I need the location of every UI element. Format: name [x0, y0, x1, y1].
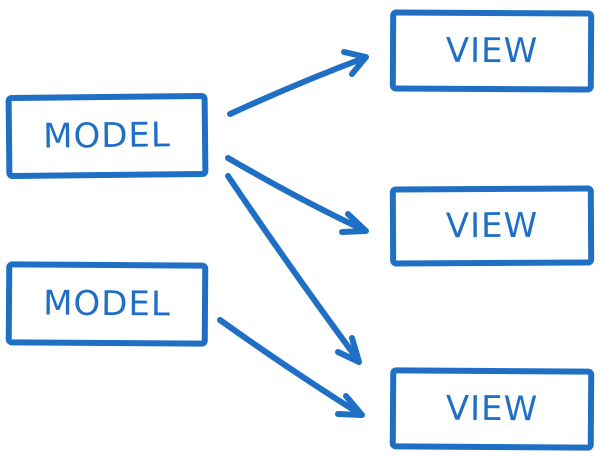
view-box-1: VIEW: [389, 9, 595, 93]
model-label-2: MODEL: [43, 283, 171, 325]
view-label-3: VIEW: [445, 388, 539, 430]
arrow-model1-to-view3: [225, 173, 362, 365]
view-label-1: VIEW: [445, 30, 539, 72]
view-label-2: VIEW: [445, 205, 539, 247]
arrow-model1-to-view1: [227, 49, 369, 117]
model-label-1: MODEL: [42, 115, 172, 157]
view-box-3: VIEW: [389, 367, 595, 451]
model-box-2: MODEL: [5, 261, 209, 347]
arrow-model2-to-view3: [217, 317, 365, 418]
arrow-model1-to-view2: [225, 155, 369, 235]
view-box-2: VIEW: [389, 185, 595, 267]
model-box-1: MODEL: [5, 92, 209, 180]
